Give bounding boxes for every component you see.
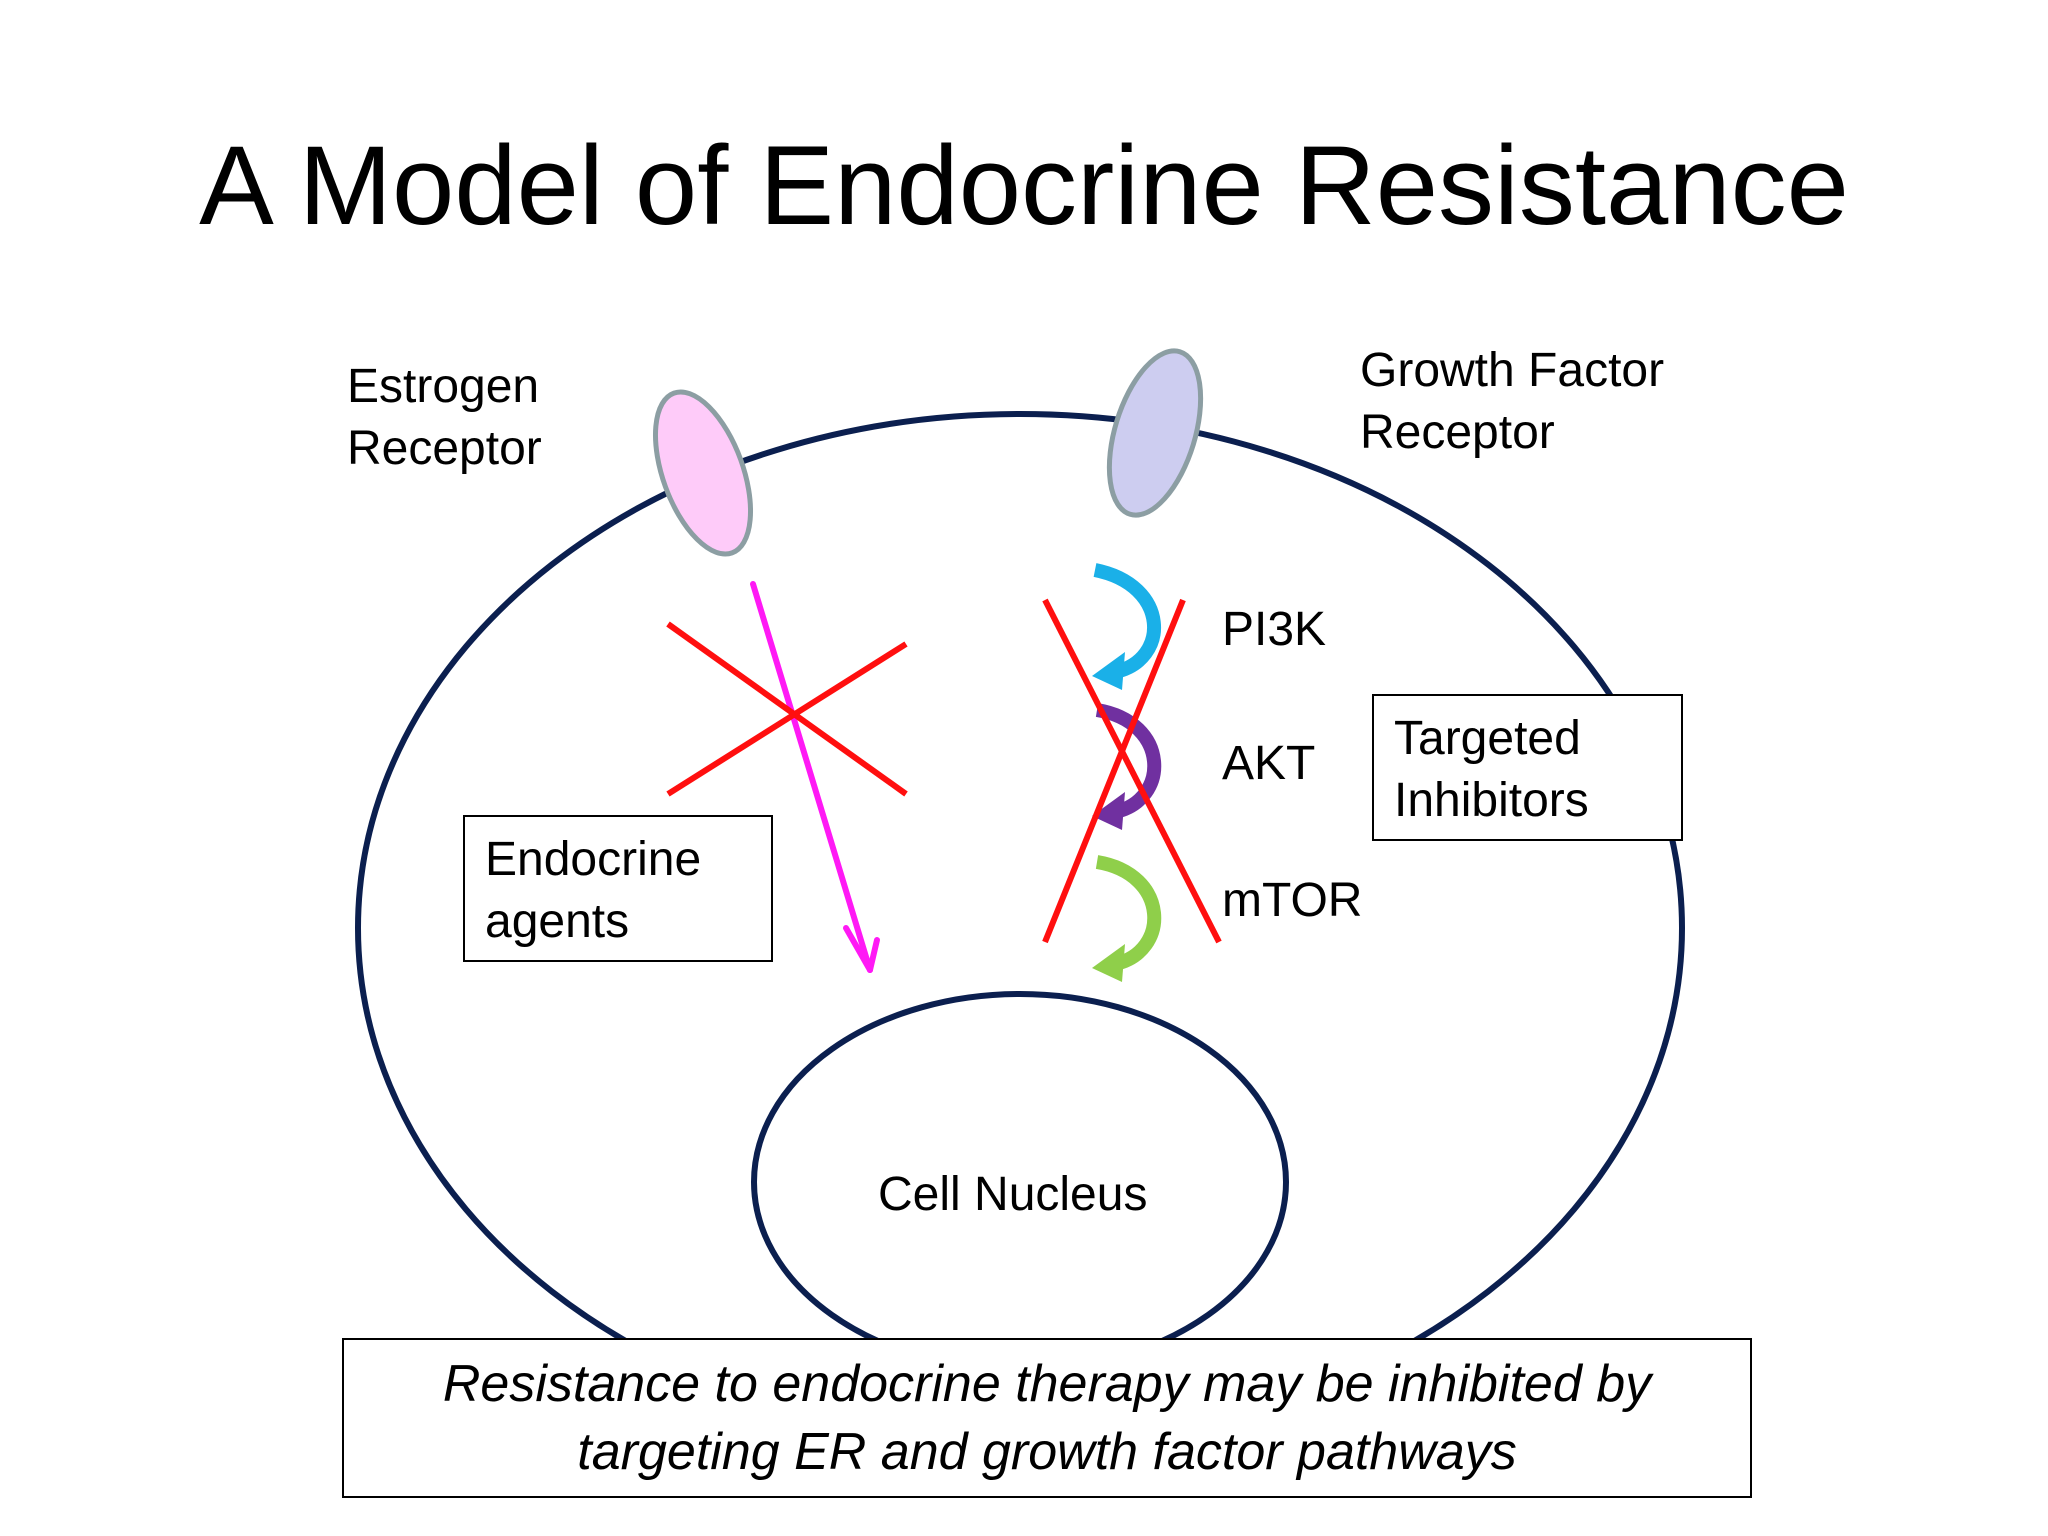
estrogen-signal-arrow <box>750 581 880 973</box>
estrogen-receptor-label: Estrogen Receptor <box>347 360 542 475</box>
akt-arrowhead <box>1092 792 1125 830</box>
pi3k-arrowhead <box>1092 652 1125 690</box>
mtor-arrowhead <box>1092 944 1125 982</box>
cell-nucleus-label: Cell Nucleus <box>878 1168 1148 1221</box>
growth-factor-receptor-label: Growth Factor Receptor <box>1360 344 1665 459</box>
targeted-inhibitors-box: Targeted Inhibitors <box>1372 694 1683 841</box>
pi3k-arrow-icon <box>1093 563 1162 679</box>
conclusion-caption: Resistance to endocrine therapy may be i… <box>342 1338 1752 1498</box>
cell-nucleus <box>751 991 1289 1338</box>
akt-label: AKT <box>1222 737 1316 790</box>
cell-membrane <box>355 411 1685 1338</box>
endocrine-agents-box: Endocrine agents <box>463 815 773 962</box>
growth-factor-block-cross <box>1042 598 1222 944</box>
slide-title: A Model of Endocrine Resistance <box>199 123 1849 248</box>
growth-factor-receptor-icon <box>1106 348 1204 518</box>
mtor-label: mTOR <box>1222 874 1363 927</box>
pi3k-label: PI3K <box>1222 603 1327 656</box>
estrogen-receptor-icon <box>652 389 754 557</box>
estrogen-block-cross <box>666 621 908 797</box>
mtor-arrow-icon <box>1095 855 1162 971</box>
akt-arrow-icon <box>1095 703 1162 819</box>
